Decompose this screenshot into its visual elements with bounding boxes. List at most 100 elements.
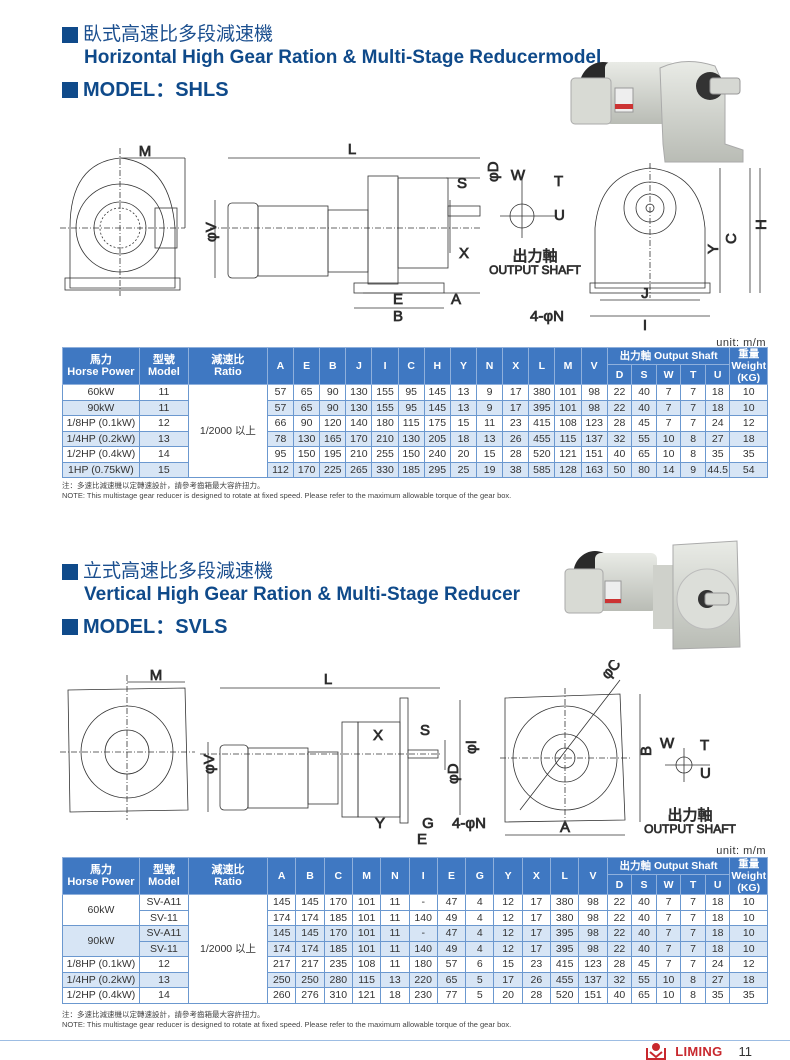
table-cell: 140 — [408, 940, 438, 957]
table-cell: 98 — [578, 940, 608, 957]
flange-face-view — [500, 679, 641, 836]
table-cell: 20 — [493, 987, 523, 1004]
model-text: MODEL：SHLS — [83, 79, 229, 101]
table-cell: 145 — [423, 399, 451, 416]
table-cell: 28 — [521, 987, 552, 1004]
table-cell: 26 — [521, 971, 552, 988]
table-cell: 18 — [704, 384, 731, 401]
table-cell: 230 — [408, 987, 438, 1004]
table-cell: 180 — [371, 415, 399, 432]
table-cell: 23 — [502, 415, 530, 432]
dim-label-v: φV — [201, 754, 218, 774]
table-cell: 18 — [704, 909, 731, 926]
col-header-i: I — [371, 347, 399, 385]
dim-label-m: M — [150, 667, 163, 684]
table-cell: 4 — [465, 909, 495, 926]
table-cell: 185 — [397, 461, 425, 478]
col-header-d: D — [606, 364, 633, 385]
page-footer: LIMING 11 — [645, 1042, 752, 1060]
table-cell: 115 — [397, 415, 425, 432]
vertical-section: 立式高速比多段減速機 Vertical High Gear Ration & M… — [0, 540, 790, 1035]
table-cell: 22 — [606, 894, 633, 911]
table-cell: 17 — [521, 909, 552, 926]
table-cell: 220 — [408, 971, 438, 988]
table-cell: 49 — [436, 909, 467, 926]
output-shaft-label-en: OUTPUT SHAFT — [644, 822, 736, 836]
table-cell: 7 — [655, 925, 682, 942]
table-cell: 14 — [655, 461, 682, 478]
table-cell: 7 — [655, 956, 682, 973]
col-header-d: D — [606, 874, 633, 895]
vertical-model-heading: MODEL：SVLS — [62, 615, 520, 639]
table-cell: 10 — [655, 987, 682, 1004]
table-cell: 54 — [729, 461, 768, 478]
table-cell: 18 — [449, 430, 478, 447]
table-cell: 101 — [351, 909, 382, 926]
cell-ratio: 1/2000 以上 — [187, 384, 268, 478]
bullet-square-icon — [62, 564, 78, 580]
table-cell: 121 — [554, 446, 582, 463]
table-cell: 11 — [380, 894, 410, 911]
horizontal-title-en: Horizontal High Gear Ration & Multi-Stag… — [84, 47, 602, 68]
cell-horse-power: 1/4HP (0.2kW) — [62, 430, 140, 447]
table-cell: 95 — [266, 446, 295, 463]
table-cell: 7 — [680, 956, 706, 973]
table-cell: 455 — [550, 971, 580, 988]
motor-side-view — [200, 687, 461, 824]
dim-label-h: H — [753, 219, 770, 230]
cell-ratio: 1/2000 以上 — [188, 894, 269, 1004]
table-cell: 380 — [528, 384, 556, 401]
footer-divider — [0, 1040, 790, 1041]
output-shaft-detail — [665, 748, 710, 782]
table-cell: 7 — [655, 384, 682, 401]
dim-label-m: M — [139, 143, 152, 160]
table-cell: 151 — [580, 446, 608, 463]
cell-model: 14 — [138, 987, 190, 1004]
vertical-title-zh: 立式高速比多段減速機 — [62, 561, 520, 583]
table-cell: 18 — [704, 940, 731, 957]
table-cell: 12 — [493, 925, 523, 942]
table-cell: 255 — [371, 446, 399, 463]
table-cell: 11 — [476, 415, 504, 432]
table-cell: 145 — [267, 925, 297, 942]
table-cell: 260 — [267, 987, 297, 1004]
table-cell: 128 — [554, 461, 582, 478]
brand-name: LIMING — [675, 1043, 723, 1059]
table-cell: 20 — [449, 446, 478, 463]
vertical-gear-motor-photo — [555, 537, 750, 657]
dim-label-w: W — [660, 735, 675, 752]
title-zh-text: 立式高速比多段減速機 — [83, 561, 274, 582]
table-cell: 7 — [655, 894, 682, 911]
cell-model: 13 — [138, 430, 189, 447]
table-cell: 130 — [345, 399, 373, 416]
table-cell: 40 — [631, 909, 657, 926]
table-cell: 145 — [295, 894, 325, 911]
table-cell: 47 — [436, 925, 467, 942]
table-cell: 174 — [295, 909, 325, 926]
table-cell: 380 — [550, 909, 580, 926]
table-cell: 185 — [323, 909, 353, 926]
dim-label-a: A — [451, 291, 461, 308]
table-cell: 98 — [578, 909, 608, 926]
dim-label-y: Y — [705, 244, 722, 254]
col-header-s: S — [631, 874, 657, 895]
cell-model: SV-A11 — [138, 925, 190, 942]
table-cell: 35 — [729, 446, 768, 463]
table-cell: 38 — [502, 461, 530, 478]
table-cell: 35 — [729, 987, 768, 1004]
table-cell: 10 — [729, 384, 768, 401]
dim-label-n: 4-φN — [452, 815, 486, 832]
dim-label-e: E — [393, 291, 403, 308]
table-cell: 98 — [580, 399, 608, 416]
table-cell: 90 — [319, 399, 347, 416]
horizontal-section: 臥式高速比多段減速機 Horizontal High Gear Ration &… — [0, 0, 790, 520]
vertical-dimension-drawing: M L S X φV φD φI Y G E — [60, 655, 780, 850]
